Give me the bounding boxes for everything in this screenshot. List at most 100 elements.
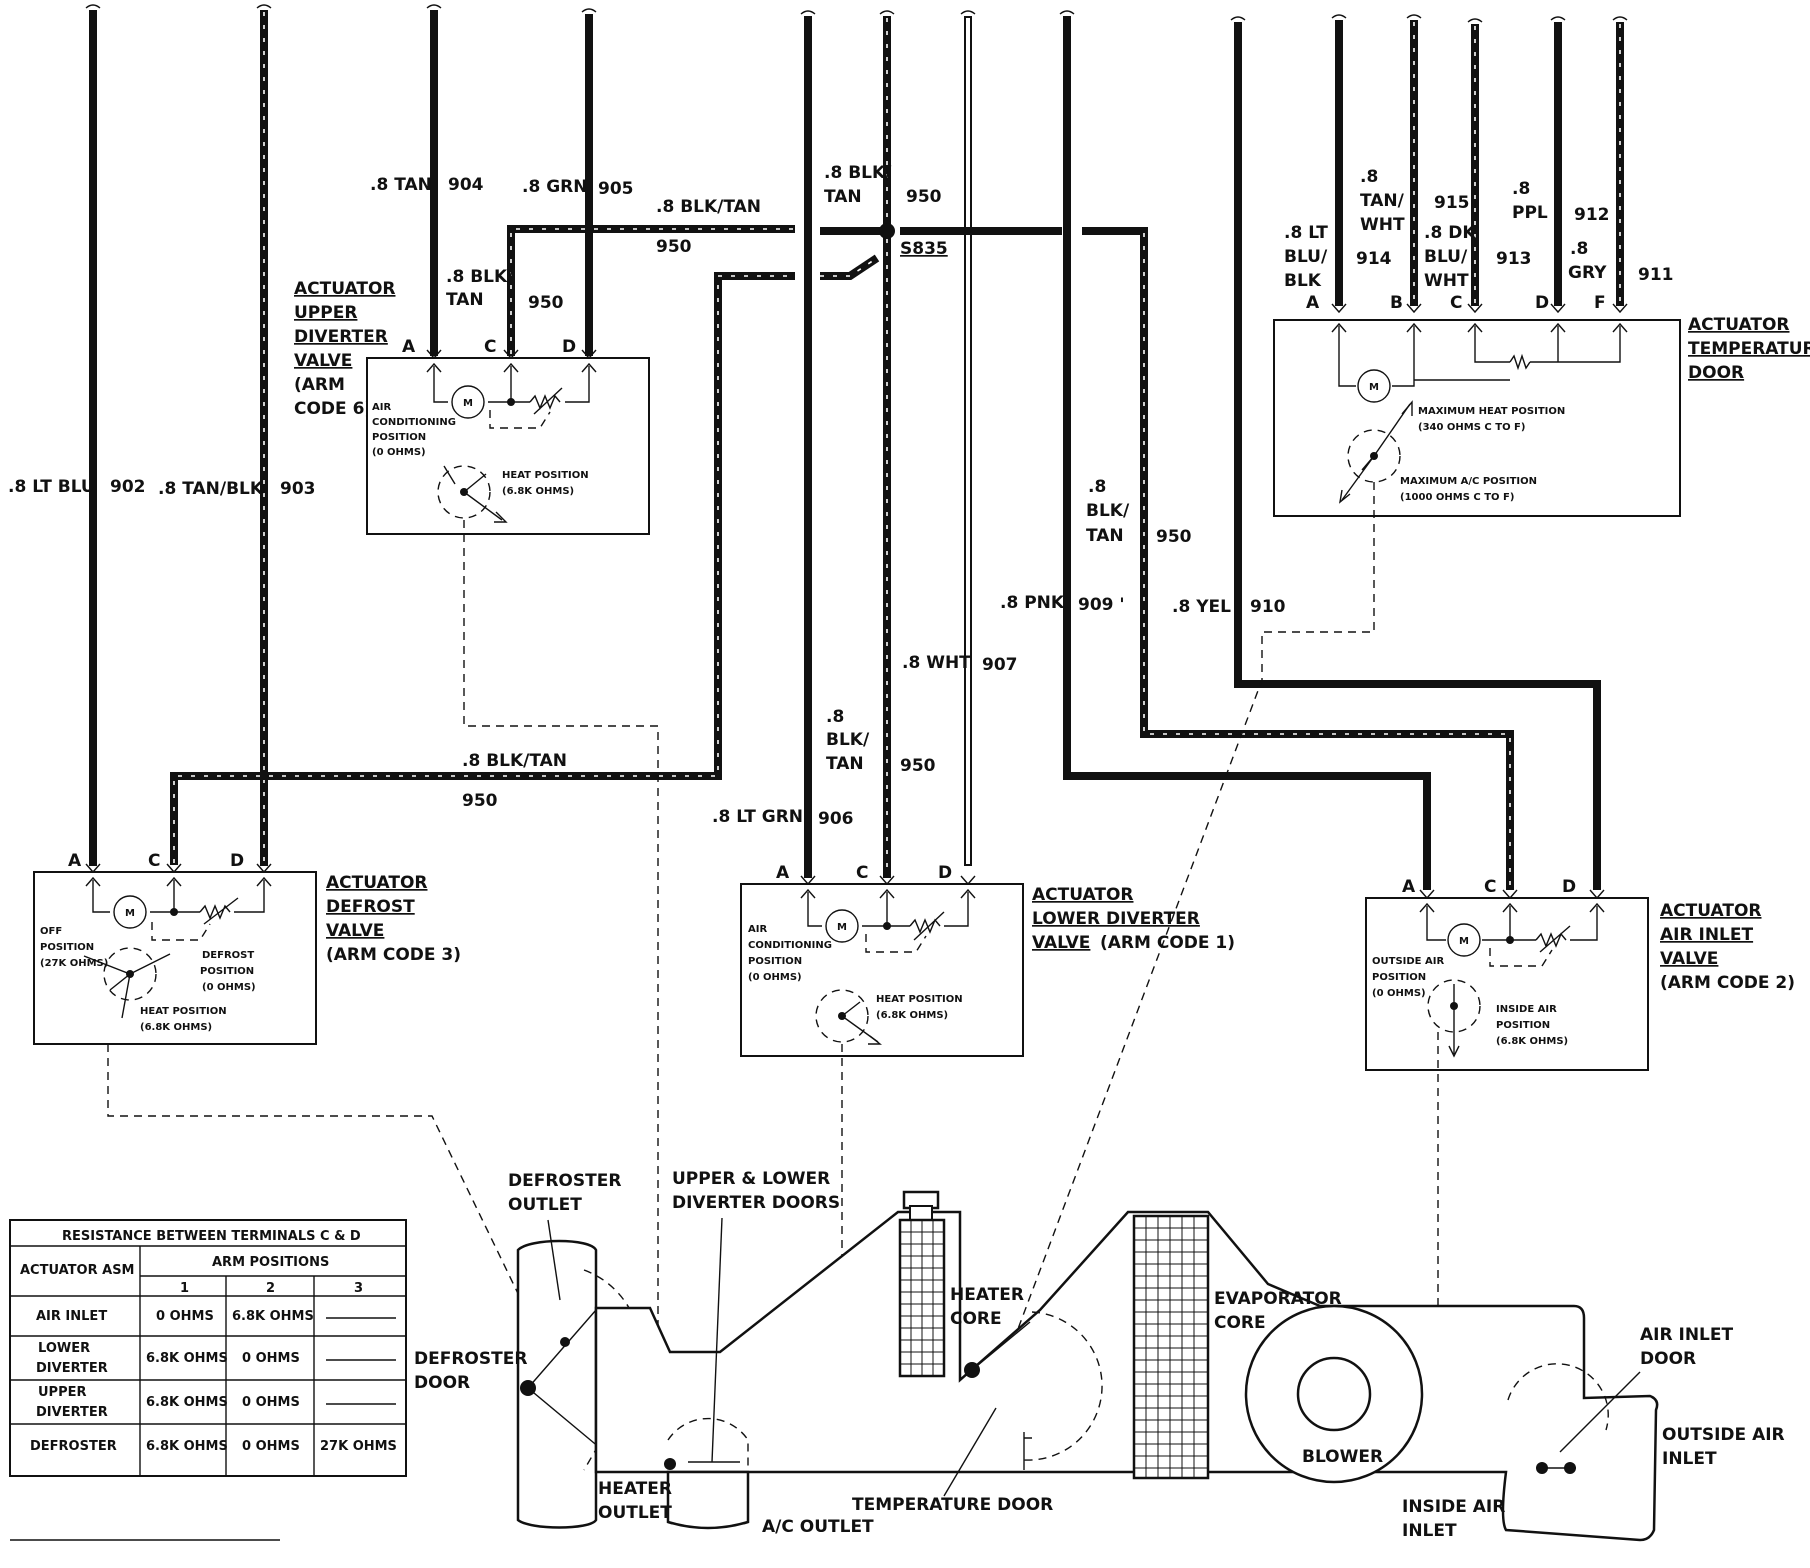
wire-904-gauge: .8 TAN — [370, 175, 432, 195]
wire-950-splice-circuit: 950 — [906, 187, 942, 207]
table-row-1-val-2: 0 OHMS — [242, 1351, 300, 1366]
upper-motor-symbol: M — [463, 398, 473, 409]
lower-pos1-l4: (0 OHMS) — [748, 972, 802, 983]
wire-910 — [1234, 22, 1601, 890]
lower-title-l3: VALVE — [1032, 933, 1090, 953]
defrost-pin-d: D — [230, 851, 244, 871]
inlet-actuator-box — [1365, 897, 1649, 1071]
wire-912-gauge-l1: .8 — [1512, 179, 1530, 199]
link-defrost — [107, 1044, 527, 1311]
hvac-case — [594, 1210, 1659, 1542]
table-title: RESISTANCE BETWEEN TERMINALS C & D — [62, 1229, 361, 1244]
defrost-motor — [113, 895, 147, 929]
defrost-pos1-l1: OFF — [40, 926, 62, 937]
wire-950-top-gauge: .8 BLK/TAN — [656, 197, 761, 217]
wire-950-top-circuit: 950 — [656, 237, 692, 257]
wire-950-splice-gauge-l1: .8 BLK/ — [824, 163, 892, 183]
wire-903-circuit: 903 — [280, 479, 316, 499]
defrost-pos1-l3: (27K OHMS) — [40, 958, 108, 969]
lower-actuator-box — [740, 883, 1024, 1057]
inlet-pos2-l1: INSIDE AIR — [1496, 1004, 1557, 1015]
wire-950-mid-gauge: .8 BLK/TAN — [462, 751, 567, 771]
table-row-3-val-2: 0 OHMS — [242, 1439, 300, 1454]
temp-pin-f: F — [1594, 293, 1606, 313]
table-col-header: ACTUATOR ASM — [20, 1263, 135, 1278]
wire-950-right-circuit: 950 — [1156, 527, 1192, 547]
wire-907-gauge: .8 WHT — [902, 653, 971, 673]
inlet-title-l1: ACTUATOR — [1660, 901, 1762, 921]
inside-air-l1: INSIDE AIR — [1402, 1497, 1505, 1517]
air-inlet-door-l1: AIR INLET — [1640, 1325, 1733, 1345]
defrost-motor-symbol: M — [125, 908, 135, 919]
upper-title-l4: VALVE — [294, 351, 352, 371]
diverter-doors-l1: UPPER & LOWER — [672, 1169, 830, 1189]
lower-pos1-l1: AIR — [748, 924, 767, 935]
wire-913-gauge-l3: WHT — [1424, 271, 1469, 291]
lower-pin-c: C — [856, 863, 868, 883]
table-pos-3: 3 — [354, 1281, 363, 1296]
wire-902-gauge: .8 LT BLU — [8, 477, 95, 497]
diverter-doors-l2: DIVERTER DOORS — [672, 1193, 840, 1213]
inlet-pos1-l1: OUTSIDE AIR — [1372, 956, 1444, 967]
defroster-door-l2: DOOR — [414, 1373, 470, 1393]
defroster-outlet-l1: DEFROSTER — [508, 1171, 621, 1191]
upper-arm-l1: (ARM — [294, 375, 345, 395]
temp-pin-c: C — [1450, 293, 1462, 313]
ac-outlet-label: A/C OUTLET — [762, 1517, 874, 1537]
inside-air-l2: INLET — [1402, 1521, 1457, 1541]
wire-909 — [1063, 16, 1431, 890]
lower-motor — [825, 909, 859, 943]
defrost-pin-c: C — [148, 851, 160, 871]
link-temperature — [997, 482, 1375, 1383]
upper-pin-d: D — [562, 337, 576, 357]
actuator-upper-diverter: ACTUATOR UPPER DIVERTER VALVE (ARM CODE … — [294, 279, 650, 535]
upper-arm-l2: CODE 6) — [294, 399, 372, 419]
wire-906-circuit: 906 — [818, 809, 854, 829]
wire-910-circuit: 910 — [1250, 597, 1286, 617]
upper-pos1-l4: (0 OHMS) — [372, 447, 426, 458]
actuator-temperature-door: A B C D F M MAXIMUM HEAT POSITION (340 O… — [1273, 293, 1810, 517]
wire-911-circuit: 911 — [1638, 265, 1674, 285]
wire-914-gauge-l1: .8 LT — [1284, 223, 1328, 243]
wire-905-circuit: 905 — [598, 179, 634, 199]
lower-title-l2: LOWER DIVERTER — [1032, 909, 1200, 929]
defrost-title-l3: VALVE — [326, 921, 384, 941]
defrost-pos3-l1: HEAT POSITION — [140, 1006, 227, 1017]
inlet-title-l3: VALVE — [1660, 949, 1718, 969]
inlet-pos1-l2: POSITION — [1372, 972, 1426, 983]
actuator-defrost: A C D M OFF POSITION (27K OHMS) DEFROST … — [33, 851, 461, 1045]
splice-s835-dot — [879, 223, 895, 239]
table-row-3-val-3: 27K OHMS — [320, 1439, 397, 1454]
temperature-arm-circle — [1347, 429, 1401, 483]
outside-air-l1: OUTSIDE AIR — [1662, 1425, 1785, 1445]
table-row-2-name-l2: DIVERTER — [36, 1405, 108, 1420]
inlet-title-l4: (ARM CODE 2) — [1660, 973, 1795, 993]
table-frame — [9, 1219, 407, 1477]
wire-914-circuit: 914 — [1356, 249, 1392, 269]
actuator-lower-diverter: A C D M AIR CONDITIONING POSITION (0 OHM… — [740, 863, 1235, 1057]
wire-harness — [85, 4, 1628, 890]
lower-motor-symbol: M — [837, 922, 847, 933]
heater-outlet-l1: HEATER — [598, 1479, 672, 1499]
inlet-title-l2: AIR INLET — [1660, 925, 1753, 945]
upper-pin-a: A — [402, 337, 416, 357]
temp-pos2-l1: MAXIMUM A/C POSITION — [1400, 476, 1537, 487]
wire-915-gauge-l3: WHT — [1360, 215, 1405, 235]
defrost-pos2-l3: (0 OHMS) — [202, 982, 256, 993]
defroster-duct — [516, 1239, 598, 1529]
temp-pin-b: B — [1390, 293, 1403, 313]
wire-950-upper-gauge-l1: .8 BLK/ — [446, 267, 514, 287]
inlet-pin-c: C — [1484, 877, 1496, 897]
wire-950-upper-circuit: 950 — [528, 293, 564, 313]
wire-950-splice-gauge-l2: TAN — [824, 187, 862, 207]
ac-outlet — [666, 1470, 750, 1530]
upper-actuator-box — [366, 357, 650, 535]
defrost-pos2-l2: POSITION — [200, 966, 254, 977]
defroster-door-l1: DEFROSTER — [414, 1349, 527, 1369]
heater-core-cap-bar — [909, 1205, 933, 1221]
upper-title-l2: UPPER — [294, 303, 357, 323]
air-inlet-door-l2: DOOR — [1640, 1349, 1696, 1369]
inlet-motor-symbol: M — [1459, 936, 1469, 947]
lower-title-l1: ACTUATOR — [1032, 885, 1134, 905]
table-row-2-name-l1: UPPER — [38, 1385, 87, 1400]
